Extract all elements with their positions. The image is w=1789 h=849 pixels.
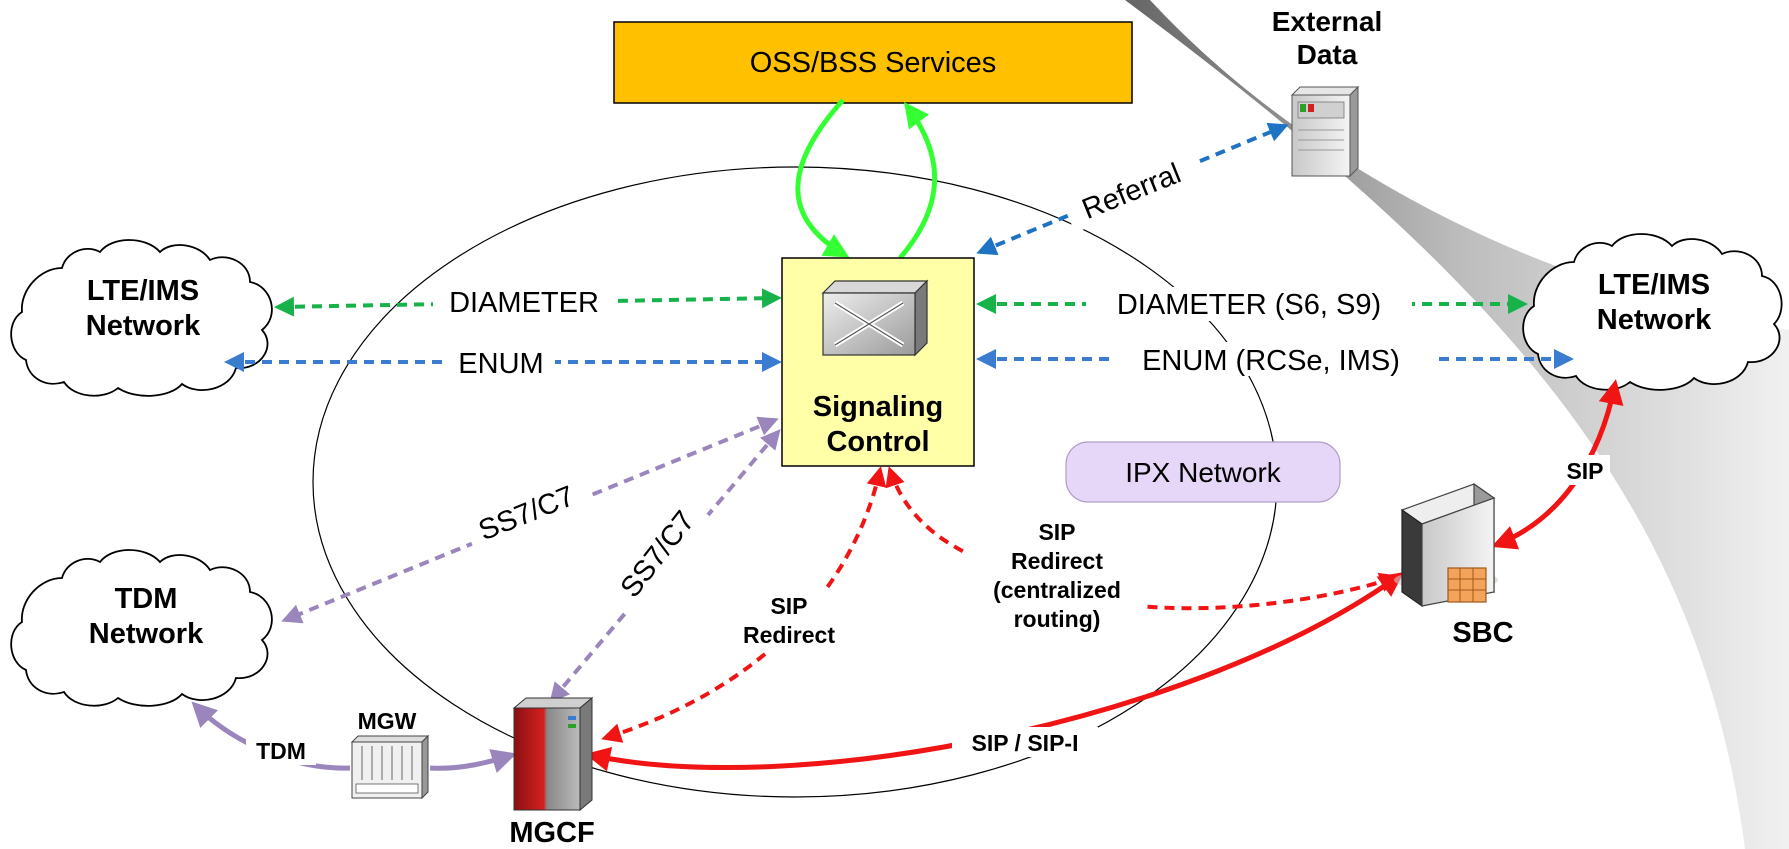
mgw-device-icon[interactable]: [350, 734, 430, 800]
diameter-left-label: DIAMETER: [449, 287, 599, 319]
oss-to-signaling-arrow: [795, 98, 850, 258]
tdm-network-label-1: TDM: [115, 583, 178, 615]
external-data-label-2: Data: [1297, 39, 1358, 70]
sip-redirect-central-label-2: Redirect: [1011, 548, 1103, 574]
referral-link: [976, 122, 1289, 256]
tdm-network-cloud[interactable]: [10, 549, 273, 707]
mgcf-server-icon[interactable]: [512, 696, 594, 812]
oss-bss-label: OSS/BSS Services: [750, 47, 997, 79]
ss7-mgcf-label: SS7/C7: [615, 505, 702, 603]
diameter-right-label: DIAMETER (S6, S9): [1117, 289, 1381, 321]
signaling-switch-icon: [821, 279, 929, 357]
tdm-network-label-2: Network: [89, 618, 204, 650]
lte-ims-right-label-1: LTE/IMS: [1598, 269, 1710, 301]
sip-lte-label: SIP: [1566, 458, 1603, 484]
lte-ims-left-label-2: Network: [86, 310, 201, 342]
sip-redirect-central-label-3: (centralized: [993, 577, 1121, 603]
signaling-label-line1: Signaling: [813, 391, 944, 423]
sip-redirect-label-1: SIP: [770, 593, 807, 619]
enum-right-label: ENUM (RCSe, IMS): [1142, 345, 1400, 377]
signaling-to-oss-arrow: [898, 101, 938, 260]
ss7-tdm-label: SS7/C7: [474, 480, 579, 547]
mgw-label: MGW: [358, 708, 417, 734]
diameter-left-link: [274, 288, 782, 317]
tdm-link-label: TDM: [256, 738, 306, 764]
sip-redirect-central-label-1: SIP: [1038, 519, 1075, 545]
sbc-server-icon[interactable]: [1394, 482, 1498, 608]
sbc-label: SBC: [1452, 617, 1513, 649]
referral-label: Referral: [1078, 157, 1186, 225]
mgw-to-mgcf-link: [429, 749, 517, 773]
lte-ims-left-label-1: LTE/IMS: [87, 275, 199, 307]
oss-bss-box[interactable]: [613, 21, 1133, 104]
enum-left-label: ENUM: [458, 348, 543, 380]
sip-redirect-label-2: Redirect: [743, 622, 835, 648]
lte-ims-right-label-2: Network: [1597, 304, 1712, 336]
external-data-server-icon[interactable]: [1290, 85, 1360, 178]
sip-sip-i-label: SIP / SIP-I: [972, 730, 1079, 756]
sip-redirect-central-label-4: routing): [1014, 606, 1101, 632]
signaling-label-line2: Control: [826, 426, 929, 458]
background-swoosh: [1125, 0, 1789, 849]
ipx-network-label: IPX Network: [1125, 457, 1282, 488]
mgcf-label: MGCF: [509, 817, 594, 849]
external-data-label-1: External: [1272, 6, 1383, 37]
